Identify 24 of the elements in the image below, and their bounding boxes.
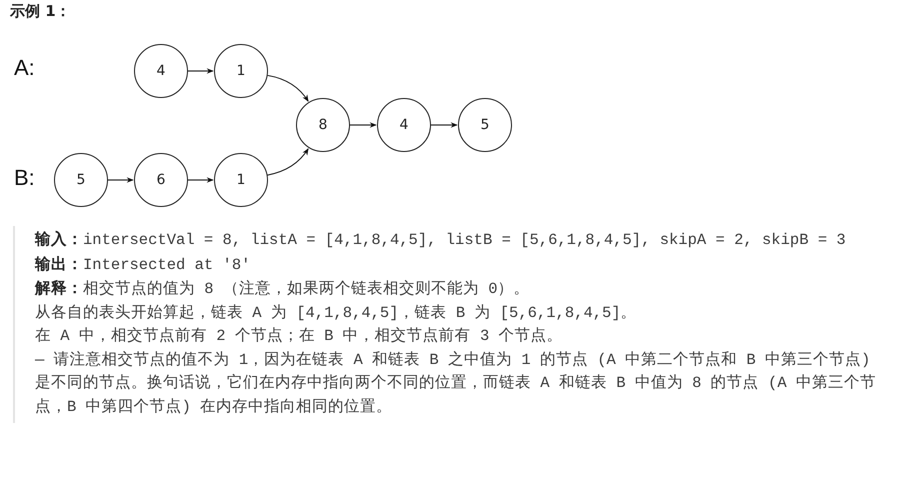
list-node-circle: 1 [214, 44, 268, 98]
list-node-circle: 1 [214, 153, 268, 207]
list-node-circle: 8 [296, 98, 350, 152]
list-node-circle: 6 [134, 153, 188, 207]
list-node-circle: 4 [134, 44, 188, 98]
arrow [430, 122, 458, 128]
list-label: B: [14, 165, 35, 191]
explanation-text: 解释：相交节点的值为 8 （注意，如果两个链表相交则不能为 0）。 [35, 278, 531, 300]
list-label: A: [14, 55, 35, 81]
list-node-circle: 5 [54, 153, 108, 207]
arrow [350, 122, 377, 128]
arrow [267, 148, 309, 176]
explanation-text: 输出：Intersected at '8' [35, 254, 252, 276]
arrow [188, 177, 214, 183]
list-node-circle: 4 [377, 98, 431, 152]
arrow [188, 68, 214, 74]
explanation-text: 在 A 中，相交节点前有 2 个节点；在 B 中，相交节点前有 3 个节点。 [35, 326, 564, 347]
arrow [108, 177, 134, 183]
list-node-circle: 5 [458, 98, 512, 152]
example-title: 示例 1： [10, 2, 71, 21]
explanation-text: 从各自的表头开始算起，链表 A 为 [4,1,8,4,5]，链表 B 为 [5,6,1,8,4,5]。 [35, 302, 638, 324]
explanation-text: — 请注意相交节点的值不为 1，因为在链表 A 和链表 B 之中值为 1 的节点 (A 中第二个节点和 B 中第三个节点) 是不同的节点。换句话说，它们在内存中指向两个不同的位置，而链表 A 和链表 B 中值为 8 的节点 (A 中第三个节点，B 中第四个节点) 在内存中指向相同的位置。 [35, 350, 877, 418]
explanation-text: 输入：intersectVal = 8, listA = [4,1,8,4,5], listB = [5,6,1,8,4,5], skipA = 2, skipB = 3 [35, 229, 847, 251]
arrow [267, 74, 309, 102]
